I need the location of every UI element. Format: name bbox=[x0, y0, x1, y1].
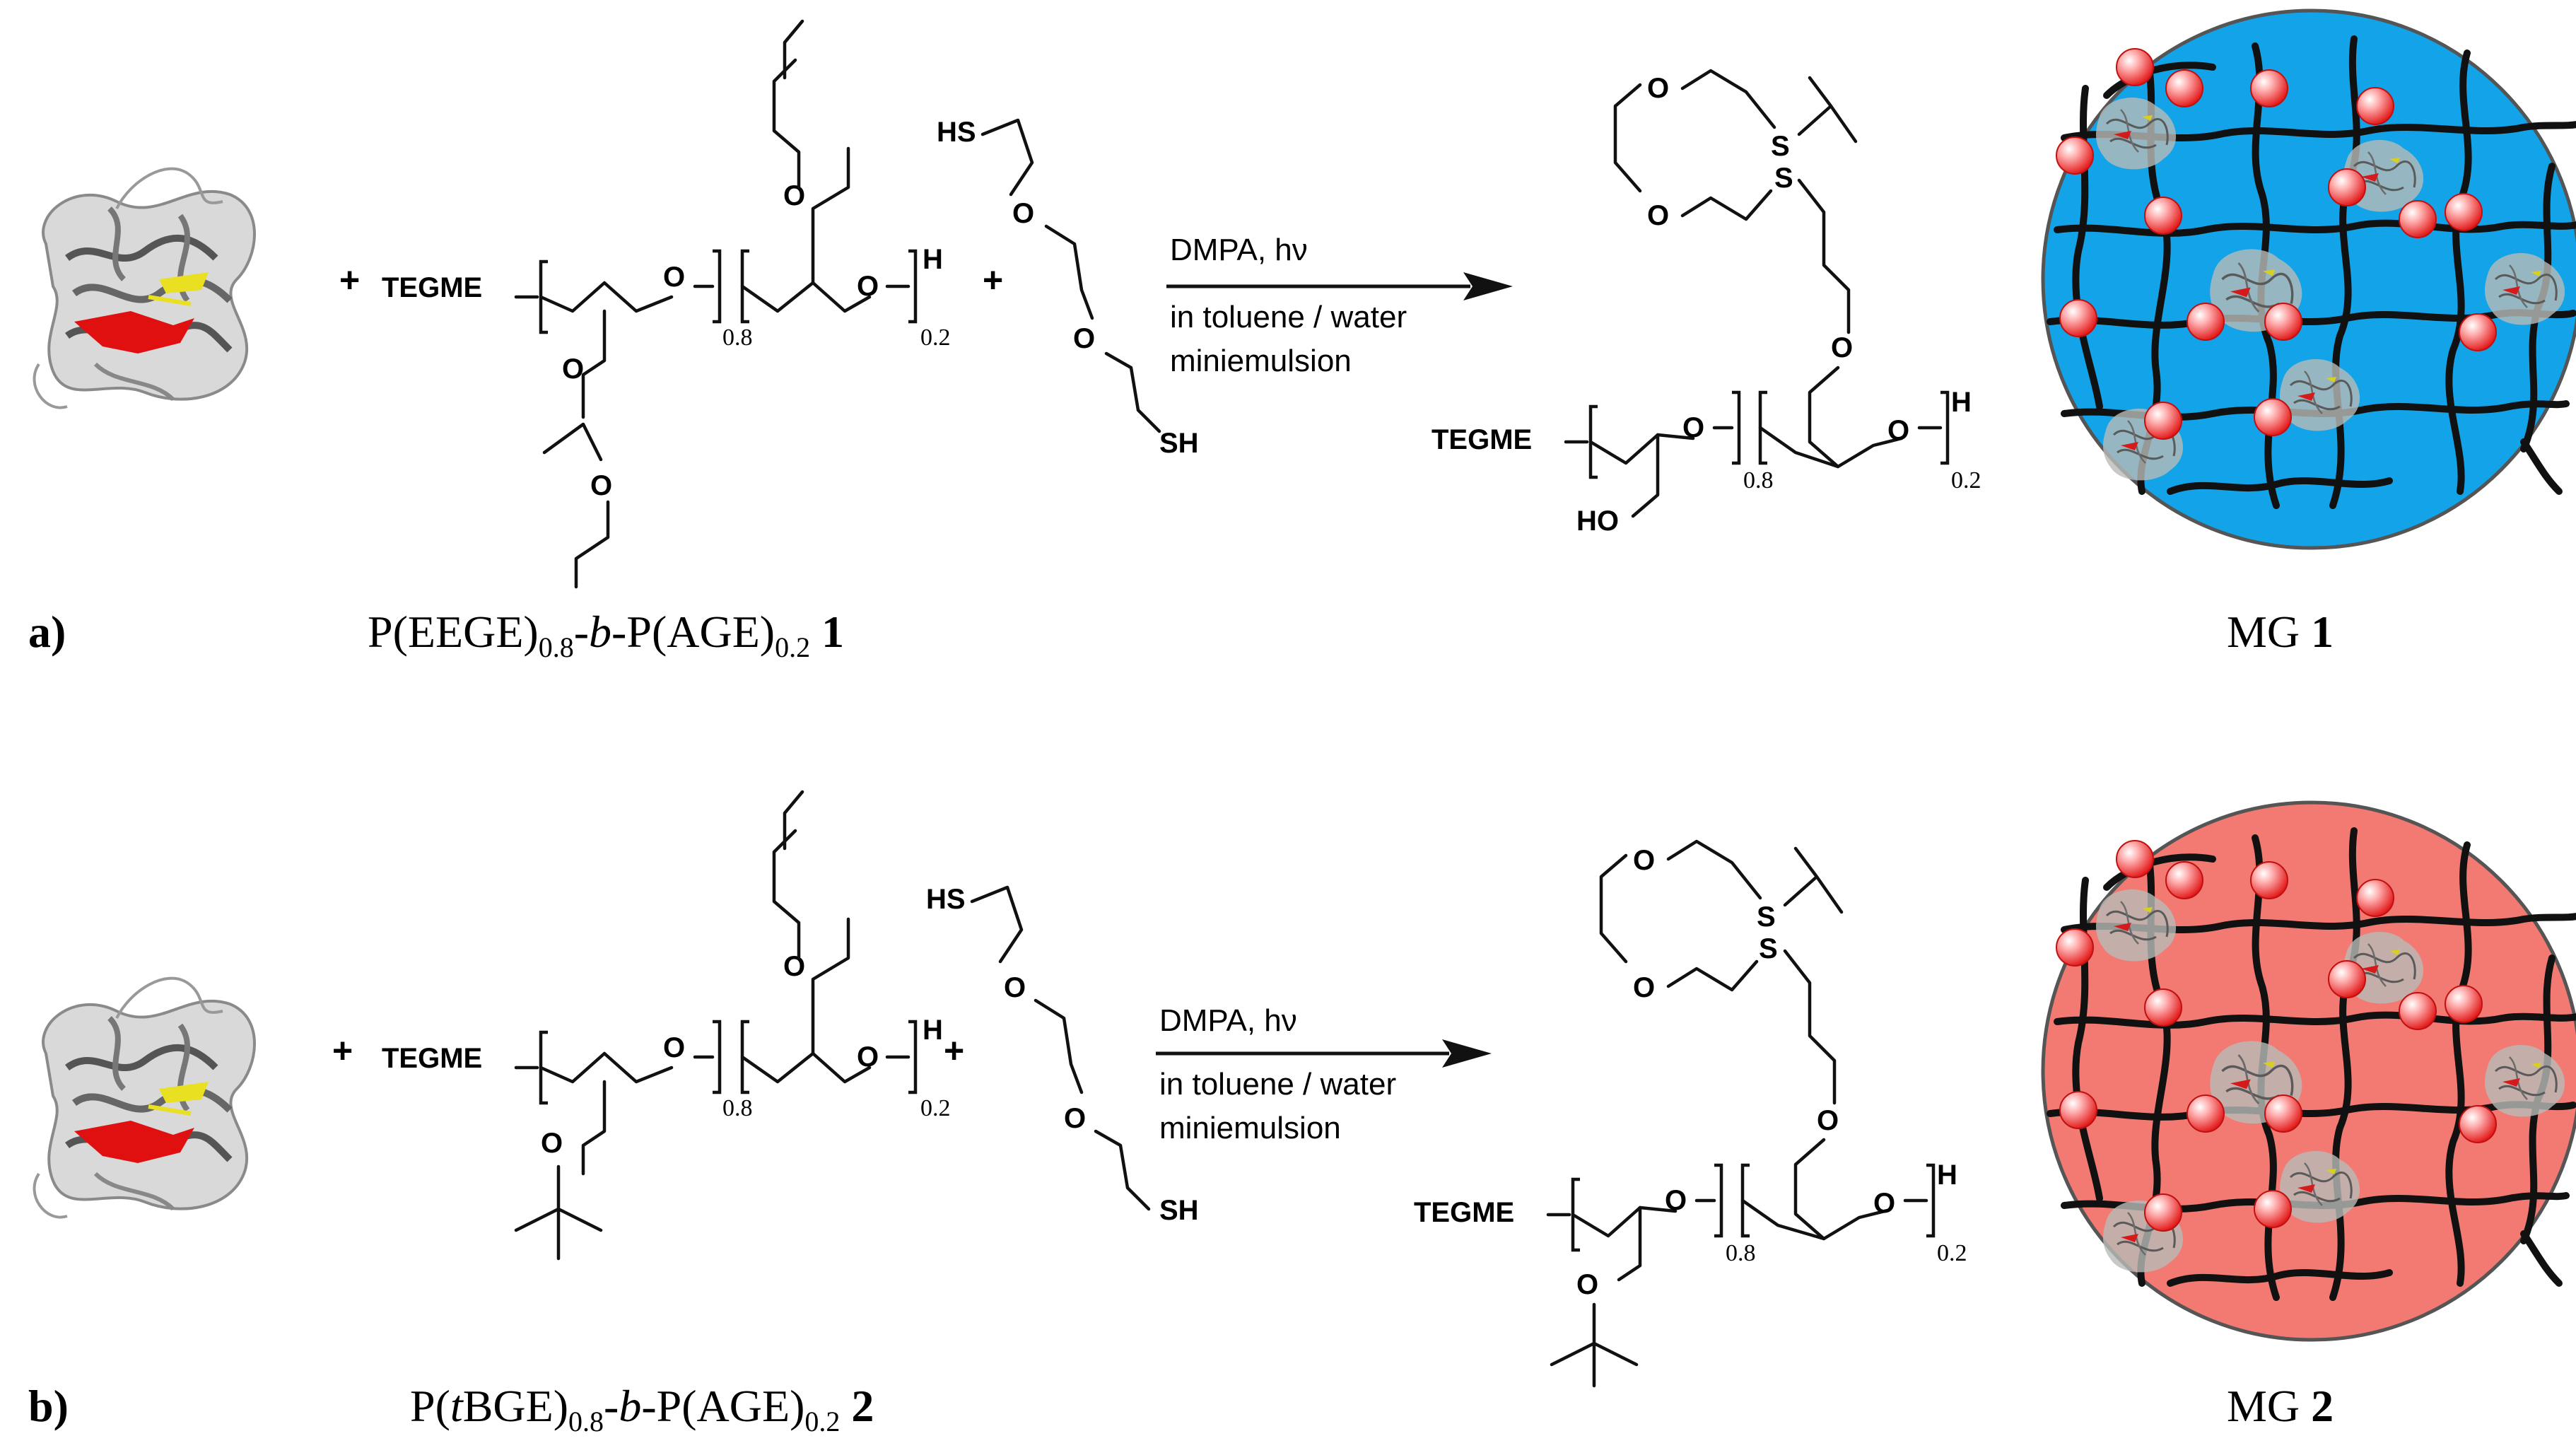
terminal-h: H bbox=[923, 1015, 943, 1046]
dithiol-2-structure: HS O O SH bbox=[926, 884, 1199, 1226]
protein-structure-icon bbox=[35, 169, 254, 408]
tegme-label: TEGME bbox=[1432, 424, 1532, 455]
subscript-08: 0.8 bbox=[1743, 467, 1774, 494]
ether-oxygen: O bbox=[1817, 1105, 1839, 1136]
side-oxygen: O bbox=[562, 354, 584, 385]
side-oxygen: O bbox=[541, 1128, 563, 1159]
thiol-bottom-label: SH bbox=[1159, 428, 1199, 459]
subscript-02: 0.2 bbox=[920, 325, 951, 351]
ether-oxygen: O bbox=[1647, 200, 1669, 231]
ether-oxygen: O bbox=[1873, 1188, 1895, 1219]
sulfide-atom: S bbox=[1771, 131, 1790, 162]
ether-oxygen: O bbox=[1073, 323, 1095, 354]
microgel-1 bbox=[2041, 8, 2576, 550]
thiol-top-label: HS bbox=[937, 117, 976, 148]
reaction-arrow-a: DMPA, hν in toluene / water miniemulsion bbox=[1166, 233, 1513, 378]
thiol-bottom-label: SH bbox=[1159, 1195, 1199, 1226]
conditions-line-1: in toluene / water bbox=[1170, 300, 1407, 334]
tegme-label: TEGME bbox=[382, 272, 482, 303]
product-2-structure: O S O S O TEGME O 0.8 O H 0.2 bbox=[1414, 839, 1967, 1388]
reagent-label: DMPA, hν bbox=[1159, 1003, 1297, 1038]
plus-sign: + bbox=[332, 1031, 353, 1070]
ether-oxygen: O bbox=[857, 271, 879, 302]
polymer-1-name: P(EEGE)0.8-b-P(AGE)0.2 1 bbox=[368, 607, 844, 663]
ether-oxygen: O bbox=[1682, 412, 1704, 443]
ether-oxygen: O bbox=[1004, 972, 1026, 1003]
reagent-label: DMPA, hν bbox=[1170, 233, 1308, 267]
ether-oxygen: O bbox=[1887, 415, 1909, 446]
row-a: + TEGME O 0.8 O H 0.2 O O O bbox=[28, 8, 2576, 663]
ether-oxygen: O bbox=[1633, 845, 1655, 876]
mg-1-label: MG 1 bbox=[2227, 607, 2334, 657]
panel-label-b: b) bbox=[28, 1381, 69, 1431]
conditions-line-1: in toluene / water bbox=[1159, 1067, 1396, 1102]
ether-oxygen: O bbox=[1647, 73, 1669, 104]
subscript-02: 0.2 bbox=[1951, 467, 1981, 494]
ether-oxygen: O bbox=[1665, 1185, 1687, 1216]
sulfide-atom: S bbox=[1759, 933, 1778, 964]
subscript-08: 0.8 bbox=[722, 1095, 753, 1121]
terminal-h: H bbox=[1951, 387, 1972, 418]
polymer-2-structure: TEGME O 0.8 O H 0.2 O O bbox=[382, 790, 951, 1261]
subscript-02: 0.2 bbox=[920, 1095, 951, 1121]
ether-oxygen: O bbox=[1831, 332, 1853, 363]
protein-structure-icon bbox=[35, 979, 254, 1218]
row-b: + TEGME O 0.8 O H 0.2 O O + bbox=[28, 790, 2576, 1437]
plus-sign: + bbox=[944, 1031, 964, 1070]
thiol-top-label: HS bbox=[926, 884, 966, 915]
microgel-2 bbox=[2041, 800, 2576, 1342]
sulfide-atom: S bbox=[1774, 163, 1793, 194]
plus-sign: + bbox=[983, 260, 1003, 300]
acetal-oxygen: O bbox=[590, 470, 612, 501]
reaction-arrow-b: DMPA, hν in toluene / water miniemulsion bbox=[1156, 1003, 1492, 1145]
dithiol-1-structure: HS O O SH bbox=[937, 117, 1199, 459]
allyl-oxygen: O bbox=[783, 951, 805, 982]
sulfide-atom: S bbox=[1757, 901, 1776, 933]
product-1-structure: O S O S O TEGME O 0.8 O H 0.2 bbox=[1432, 69, 1981, 537]
conditions-line-2: miniemulsion bbox=[1159, 1111, 1341, 1145]
hydroxyl-label: HO bbox=[1576, 506, 1619, 537]
plus-sign: + bbox=[339, 260, 360, 300]
ether-oxygen: O bbox=[857, 1041, 879, 1073]
conditions-line-2: miniemulsion bbox=[1170, 344, 1352, 378]
ether-oxygen: O bbox=[1012, 198, 1034, 229]
polymer-2-name: P(tBGE)0.8-b-P(AGE)0.2 2 bbox=[410, 1381, 874, 1437]
ether-oxygen: O bbox=[663, 262, 685, 293]
ether-oxygen: O bbox=[663, 1032, 685, 1063]
terminal-h: H bbox=[1937, 1160, 1957, 1191]
mg-2-label: MG 2 bbox=[2227, 1381, 2334, 1431]
panel-label-a: a) bbox=[28, 607, 66, 657]
side-oxygen: O bbox=[1576, 1269, 1598, 1300]
ether-oxygen: O bbox=[1064, 1103, 1086, 1134]
subscript-02: 0.2 bbox=[1937, 1240, 1967, 1266]
allyl-oxygen: O bbox=[783, 180, 805, 211]
subscript-08: 0.8 bbox=[722, 325, 753, 351]
subscript-08: 0.8 bbox=[1726, 1240, 1756, 1266]
polymer-1-structure: TEGME O 0.8 O H 0.2 O O O bbox=[382, 19, 951, 589]
tegme-label: TEGME bbox=[1414, 1197, 1514, 1228]
tegme-label: TEGME bbox=[382, 1043, 482, 1074]
ether-oxygen: O bbox=[1633, 972, 1655, 1003]
terminal-h: H bbox=[923, 244, 943, 275]
